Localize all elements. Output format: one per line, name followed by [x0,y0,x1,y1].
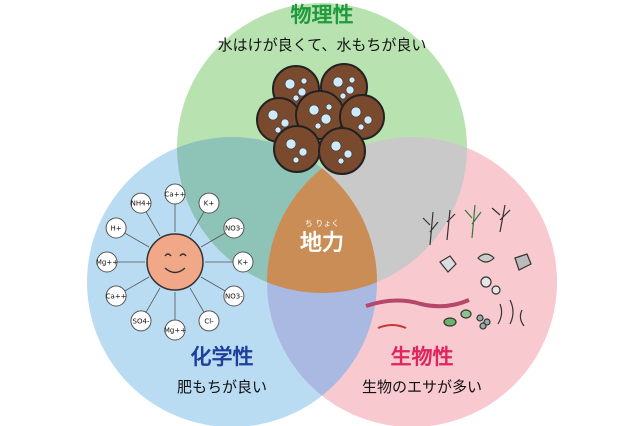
soil-colloid-illustration: Ca++ K+ NO3- K+ NO3- Cl- Mg++ SO4- Ca++ Mg++ H+ NH4… [96,183,254,341]
ion-label: Mg++ [96,259,118,267]
ion-label: Cl- [204,317,214,325]
ion-bubble [198,192,220,214]
soil-organisms-illustration [365,204,532,330]
colloid-face [164,253,187,274]
ion-bubble [164,183,186,205]
ion-bubble [223,217,245,239]
ion-bubble [198,310,220,332]
ion-label: Mg++ [164,327,186,335]
ion-label: H+ [111,225,122,233]
ion-label: Ca++ [165,191,186,199]
ion-label: NH4+ [131,200,152,208]
ion-label: NO3- [225,225,243,233]
ion-bubble [232,251,254,273]
ion-bubble [96,251,118,273]
biological-title: 生物性 [391,345,454,369]
ion-bubble [105,285,127,307]
physical-title: 物理性 [291,3,354,27]
biological-description: 生物のエサが多い [362,378,482,396]
ion-bubble [130,310,152,332]
physical-description: 水はけが良くて、水もちが良い [218,36,427,54]
chemical-title: 化学性 [191,345,254,369]
soil-aggregate-illustration [256,63,385,175]
center-region [267,137,377,293]
ion-label: NO3- [225,293,243,301]
ion-bubble [130,192,152,214]
ion-bubble [105,217,127,239]
ion-bubble [223,285,245,307]
ion-label: SO4- [133,317,150,325]
center-ruby: ち りょく [305,219,340,228]
ion-label: K+ [238,259,249,267]
chemical-description: 肥もちが良い [177,378,267,396]
center-title: 地力 [300,231,344,256]
ion-label: Ca++ [106,293,127,301]
ion-bubble [164,319,186,341]
ion-label: K+ [204,200,215,208]
colloid-core [146,233,204,291]
